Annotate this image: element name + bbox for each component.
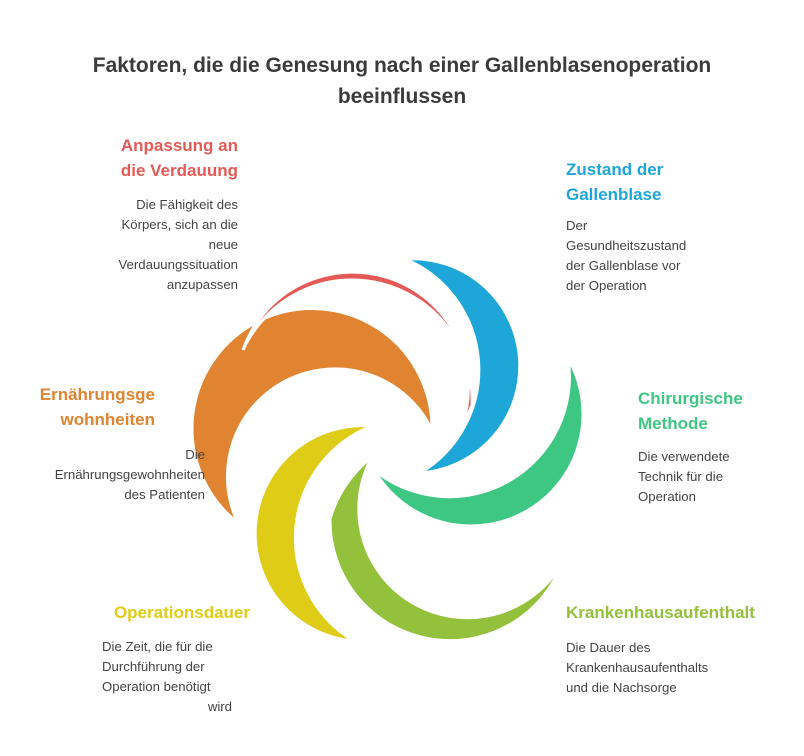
heading-line-1: Ernährungsge (39, 385, 155, 404)
desc-line: des Patienten (124, 487, 205, 502)
label-krankenhausaufenthalt: Krankenhausaufenthalt (566, 600, 786, 625)
heading-line-1: Anpassung an (120, 136, 238, 155)
desc-krankenhausaufenthalt: Die Dauer des Krankenhausaufenthalts und… (566, 638, 786, 698)
heading-line-2: die Verdauung (120, 161, 238, 180)
desc-line: Körpers, sich an die (121, 217, 238, 232)
heading-line-1: Operationsdauer (113, 603, 250, 622)
desc-line: Die (185, 447, 205, 462)
heading-line-2: Methode (638, 414, 708, 433)
desc-anpassung-verdauung: Die Fähigkeit des Körpers, sich an die n… (70, 195, 238, 295)
desc-line: Die Fähigkeit des (136, 197, 238, 212)
label-anpassung-verdauung: Anpassung an die Verdauung (70, 133, 238, 183)
desc-zustand-gallenblase: Der Gesundheitszustand der Gallenblase v… (566, 216, 766, 296)
desc-line: Der (566, 218, 588, 233)
desc-line: Durchführung der (102, 659, 205, 674)
heading-line-1: Zustand der (566, 160, 664, 179)
desc-line: Die verwendete (638, 449, 730, 464)
label-zustand-gallenblase: Zustand der Gallenblase (566, 157, 766, 207)
diagram-title: Faktoren, die die Genesung nach einer Ga… (0, 50, 804, 112)
desc-line: Krankenhausaufenthalts (566, 660, 709, 675)
label-ernaehrungsgewohnheiten: Ernährungsge wohnheiten (20, 382, 155, 432)
petal-operationsdauer (253, 424, 373, 643)
petal-zustand-gallenblase (404, 257, 522, 475)
desc-chirurgische-methode: Die verwendete Technik für die Operation (638, 447, 788, 507)
desc-line: wird (207, 699, 232, 714)
petal-krankenhausaufenthalt (328, 455, 565, 643)
desc-line: Operation benötigt (102, 679, 211, 694)
desc-line: Operation (638, 489, 696, 504)
desc-line: Verdauungssituation (118, 257, 238, 272)
heading-line-1: Krankenhausaufenthalt (566, 603, 755, 622)
label-operationsdauer: Operationsdauer (50, 600, 250, 625)
desc-line: neue (208, 237, 238, 252)
petal-chirurgische-methode (372, 357, 585, 528)
title-line-1: Faktoren, die die Genesung nach einer Ga… (92, 54, 712, 77)
desc-line: Gesundheitszustand (566, 238, 687, 253)
desc-line: der Operation (566, 278, 647, 293)
desc-line: Technik für die (638, 469, 724, 484)
desc-line: anzupassen (166, 277, 238, 292)
petal-ernaehrungsgewohnheiten (190, 307, 434, 525)
desc-line: und die Nachsorge (566, 680, 677, 695)
petal-anpassung-verdauung (241, 270, 474, 427)
desc-line: der Gallenblase vor (566, 258, 681, 273)
desc-line: Ernährungsgewohnheiten (54, 467, 205, 482)
desc-line: Die Zeit, die für die (102, 639, 213, 654)
heading-line-2: wohnheiten (60, 410, 155, 429)
label-chirurgische-methode: Chirurgische Methode (638, 386, 788, 436)
desc-ernaehrungsgewohnheiten: Die Ernährungsgewohnheiten des Patienten (20, 445, 205, 505)
heading-line-2: Gallenblase (566, 185, 662, 204)
desc-line: Die Dauer des (566, 640, 651, 655)
title-line-2: beeinflussen (337, 85, 467, 108)
desc-operationsdauer: Die Zeit, die für die Durchführung der O… (102, 637, 232, 717)
heading-line-1: Chirurgische (638, 389, 743, 408)
